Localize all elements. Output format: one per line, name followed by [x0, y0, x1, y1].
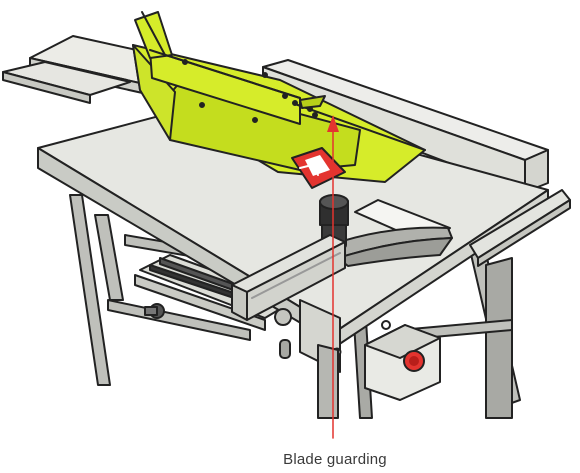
callout-label: Blade guarding [283, 451, 387, 468]
front-leg [317, 344, 339, 419]
blade-guard [132, 11, 426, 183]
warning-hand-icon [291, 147, 346, 189]
right-rail [469, 189, 571, 267]
front-miter-fence [231, 234, 346, 321]
switch-box [364, 324, 441, 401]
rip-fence [262, 59, 549, 193]
arrow-up-icon [327, 115, 339, 439]
